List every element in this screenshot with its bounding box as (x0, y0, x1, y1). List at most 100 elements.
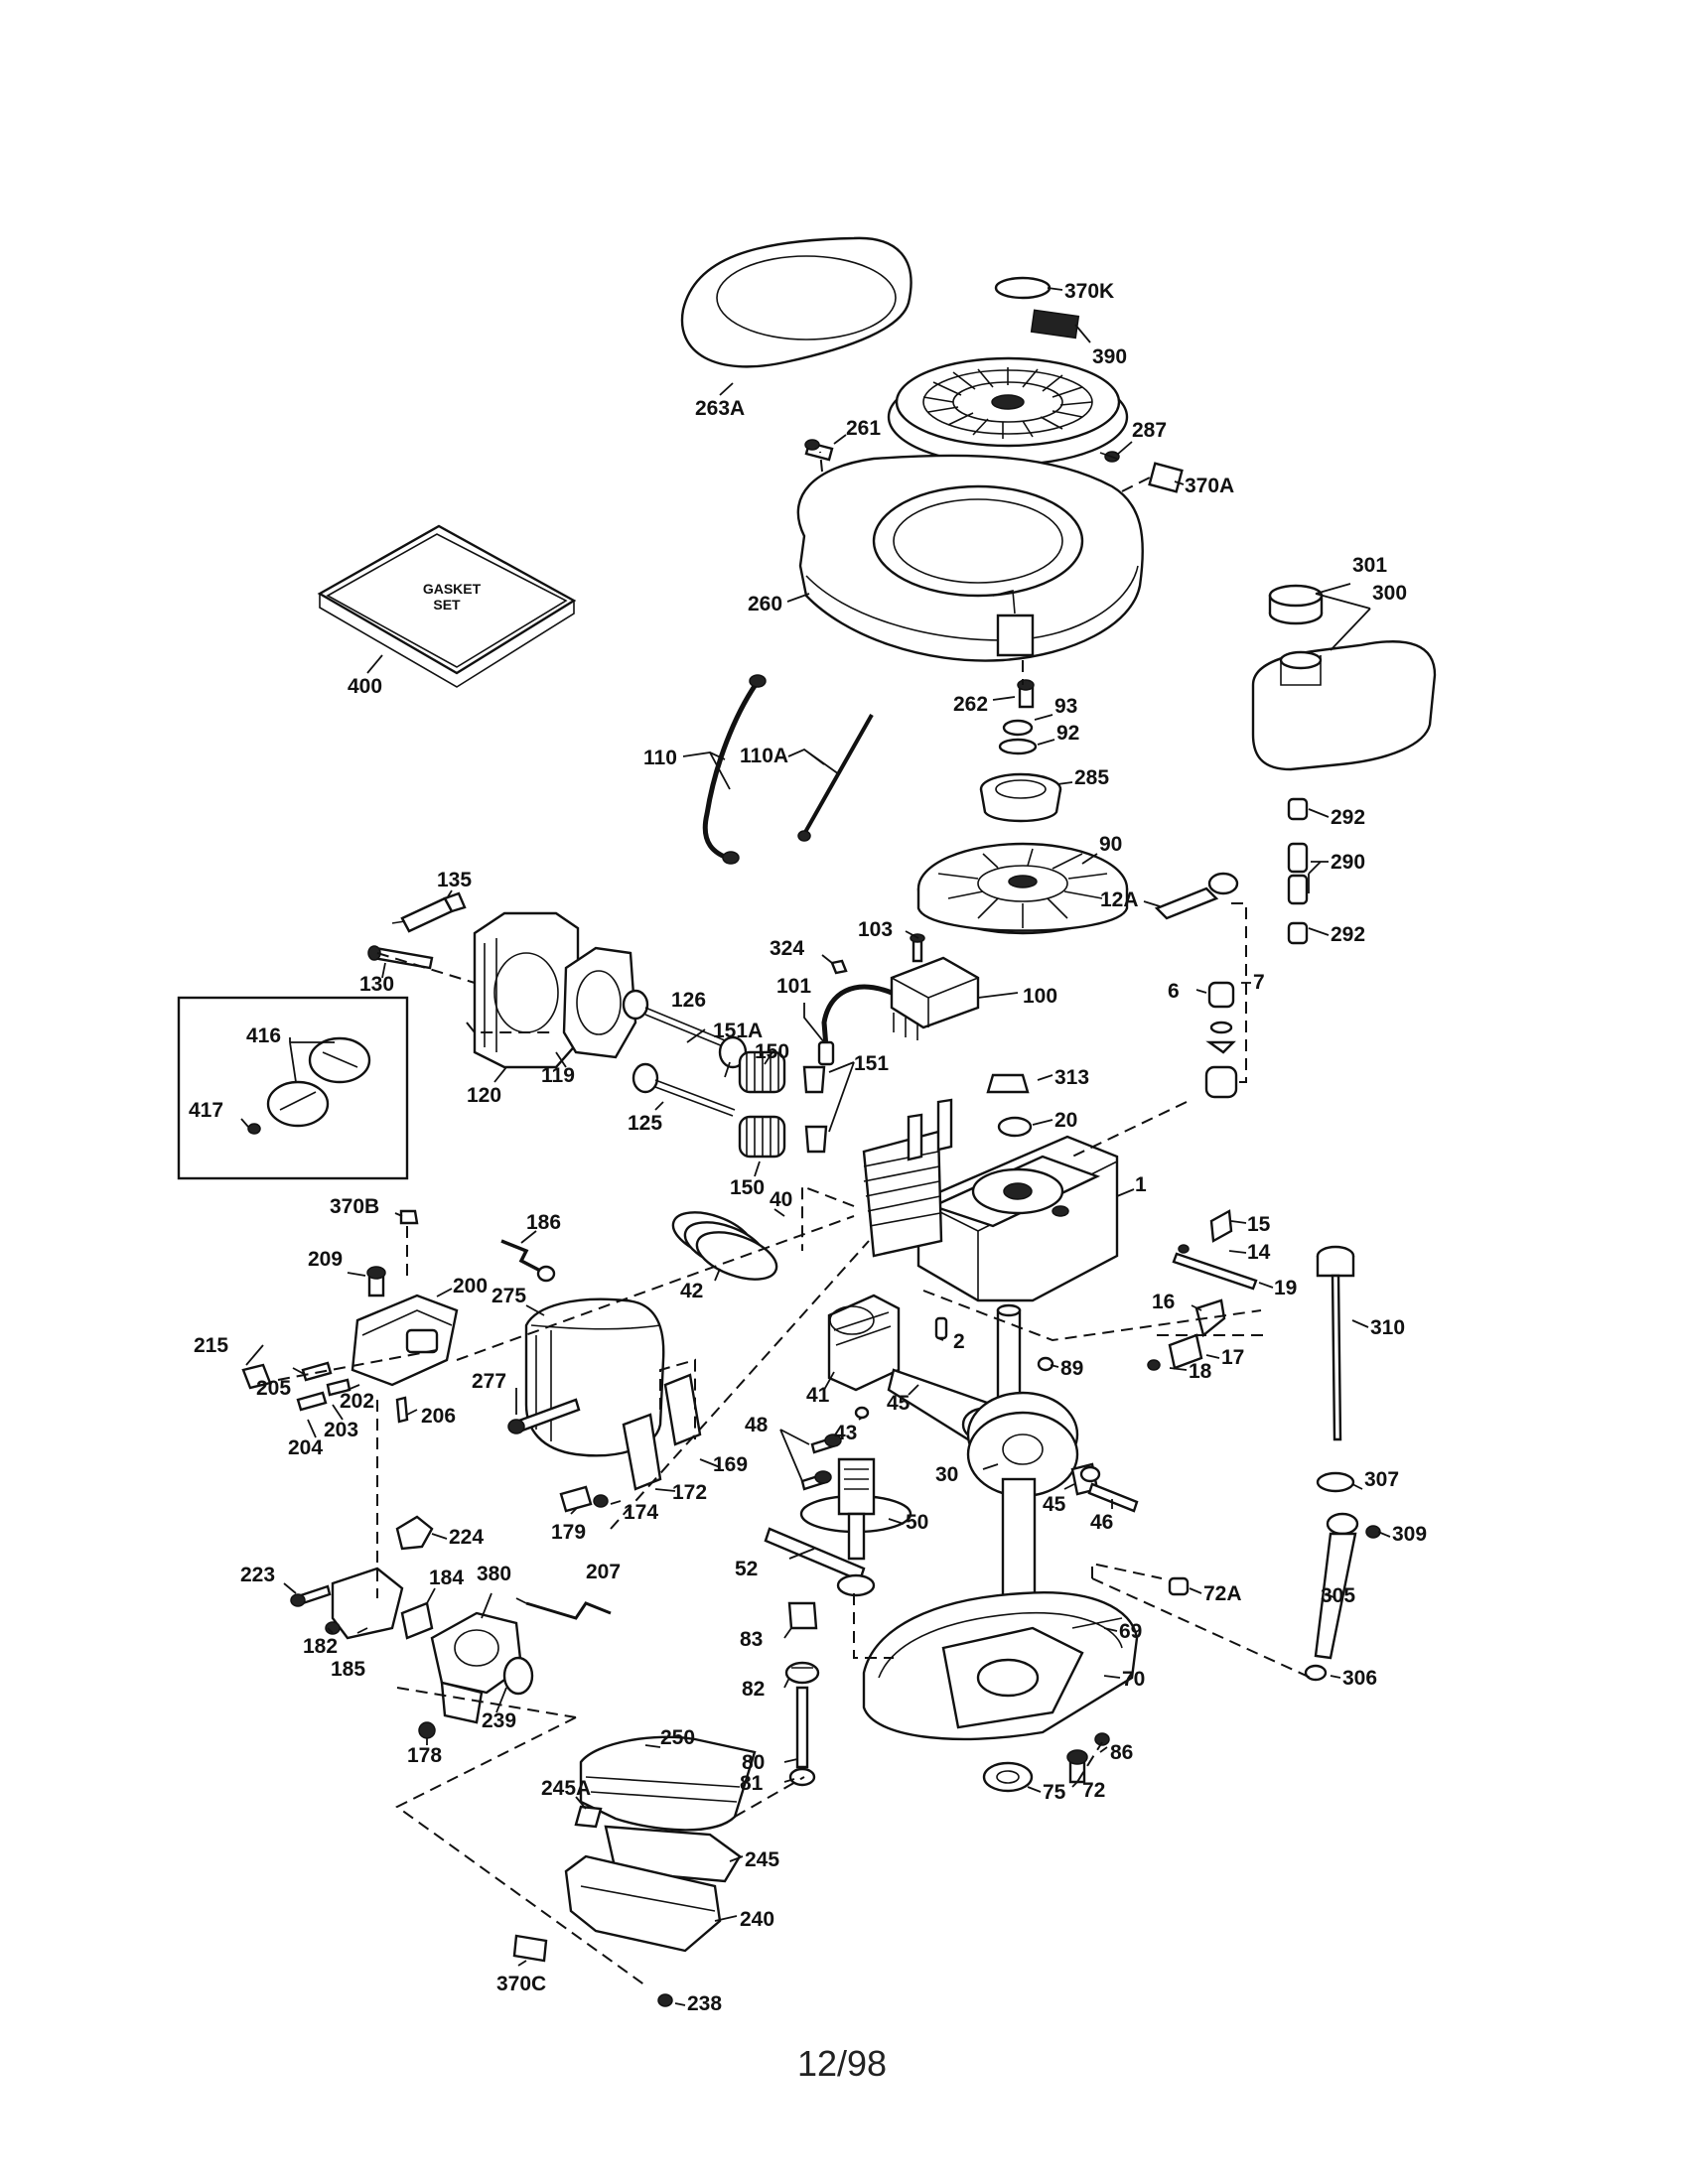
part-label: 301 (1352, 554, 1387, 577)
rocker-cover-313 (986, 1073, 1030, 1094)
part-label: 285 (1074, 766, 1109, 789)
part-labels: 370K 390 263A 261 287 370A 260 301 300 4… (189, 280, 1427, 2015)
valve-125 (632, 1062, 736, 1117)
wire-110A (797, 714, 874, 842)
part-label: 6 (1168, 980, 1180, 1003)
part-label: 262 (953, 693, 988, 716)
part-label: 206 (421, 1405, 456, 1428)
part-label: 30 (935, 1463, 958, 1486)
dipstick-tube-305 (1304, 1512, 1359, 1682)
part-label: 81 (740, 1772, 764, 1795)
part-label: 151A (713, 1020, 763, 1042)
fuel-tank-300 (1251, 640, 1437, 771)
part-label: 205 (256, 1377, 291, 1400)
pin-clip-43 (854, 1406, 870, 1420)
part-label: 150 (755, 1040, 789, 1063)
part-label: 19 (1274, 1277, 1297, 1299)
link-207 (525, 1601, 612, 1620)
governor-parts-16-18 (1147, 1298, 1226, 1371)
part-label: 82 (742, 1678, 765, 1701)
part-label: 309 (1392, 1523, 1427, 1546)
part-label: 263A (695, 397, 745, 420)
cylinder-head-120 (473, 911, 580, 1069)
part-label: 14 (1247, 1241, 1271, 1264)
part-label: 416 (246, 1024, 281, 1047)
part-label: 169 (713, 1453, 748, 1476)
fuel-cap-301 (1268, 584, 1324, 625)
part-label: 18 (1189, 1360, 1212, 1383)
part-label: 275 (491, 1285, 526, 1307)
flywheel-90 (916, 842, 1129, 935)
part-label: 20 (1054, 1109, 1077, 1132)
inset-box (177, 996, 409, 1180)
part-label: 15 (1247, 1213, 1271, 1236)
oil-seal-75 (982, 1761, 1034, 1793)
screw-370B (399, 1209, 419, 1225)
part-label: 215 (194, 1334, 228, 1357)
piston-rings-42 (671, 1211, 778, 1281)
part-label: 239 (482, 1709, 516, 1732)
part-label: 126 (671, 989, 706, 1012)
part-label: 7 (1253, 971, 1265, 994)
carburetor-parts-223-185 (290, 1567, 404, 1640)
part-label: 185 (331, 1658, 365, 1681)
part-label: 103 (858, 918, 893, 941)
part-label: 45 (1043, 1493, 1066, 1516)
part-label: 174 (624, 1501, 658, 1524)
clip-324 (830, 959, 848, 975)
part-label: 287 (1132, 419, 1167, 442)
plug-72A (1168, 1576, 1190, 1596)
bolt-130 (367, 945, 434, 970)
part-label: 390 (1092, 345, 1127, 368)
part-label: 70 (1122, 1668, 1145, 1691)
part-label: 186 (526, 1211, 561, 1234)
screws-48 (800, 1433, 842, 1491)
gasket-184 (400, 1601, 434, 1640)
gaskets-169-172 (622, 1373, 702, 1491)
part-label: 200 (453, 1275, 488, 1297)
part-label: 260 (748, 593, 782, 615)
part-label: 75 (1043, 1781, 1066, 1804)
nut-washer-93-92 (998, 719, 1038, 755)
valve-springs-150 (738, 1050, 786, 1159)
fuel-inlet-224 (395, 1515, 434, 1551)
part-label: 370A (1185, 475, 1234, 497)
bracket-179 (559, 1485, 593, 1513)
part-label: 238 (687, 1992, 722, 2015)
sump-70 (862, 1591, 1139, 1741)
decal-370K (994, 276, 1052, 300)
part-label: 12A (1100, 888, 1139, 911)
valve-126 (622, 989, 726, 1047)
parts-215-206 (241, 1361, 409, 1424)
head-gasket-119 (562, 946, 637, 1059)
part-label: 72 (1082, 1779, 1105, 1802)
part-label: 202 (340, 1390, 374, 1413)
screw-209 (366, 1266, 386, 1297)
decal-370A (1148, 462, 1184, 493)
part-label: 52 (735, 1558, 758, 1580)
governor-lever-parts-14-19 (1172, 1209, 1258, 1291)
screw-261 (804, 439, 834, 462)
part-label: 178 (407, 1744, 442, 1767)
link-186 (500, 1239, 556, 1283)
part-label: 42 (680, 1280, 703, 1302)
starter-cup-285 (979, 772, 1062, 823)
part-label: 2 (953, 1330, 965, 1353)
fuel-line-parts-290-292 (1287, 797, 1309, 945)
part-label: 172 (672, 1481, 707, 1504)
part-label: 93 (1054, 695, 1077, 718)
dipstick-310 (1316, 1245, 1355, 1441)
spark-plug-wire-101 (817, 984, 893, 1066)
part-label: 250 (660, 1726, 695, 1749)
part-label: 292 (1331, 806, 1365, 829)
piston-41 (827, 1294, 901, 1392)
carburetor-380 (430, 1611, 523, 1724)
part-label: 207 (586, 1561, 621, 1583)
part-label: 310 (1370, 1316, 1405, 1339)
screw-309 (1365, 1525, 1381, 1539)
screw-287 (1099, 451, 1120, 463)
bolts-45-46 (1070, 1462, 1139, 1513)
